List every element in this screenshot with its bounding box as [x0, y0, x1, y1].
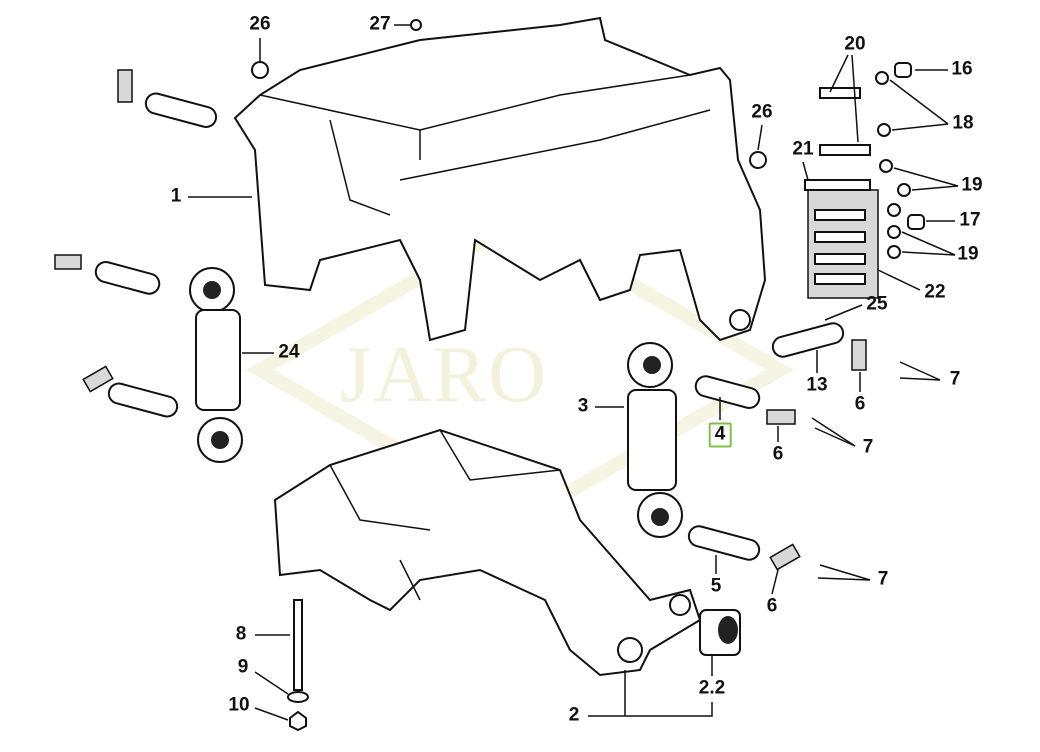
callout-label-16[interactable]: 16 [951, 58, 973, 80]
callout-label-9[interactable]: 9 [237, 656, 249, 678]
callout-label-6[interactable]: 6 [854, 393, 866, 415]
callout-label-21[interactable]: 21 [792, 138, 814, 160]
callout-label-7[interactable]: 7 [877, 568, 889, 590]
cylinder-part-3 [627, 342, 683, 538]
callout-label-6[interactable]: 6 [766, 595, 778, 617]
callout-label-20[interactable]: 20 [844, 33, 866, 55]
callout-label-5[interactable]: 5 [710, 575, 722, 597]
callout-label-6[interactable]: 6 [772, 443, 784, 465]
callout-label-7[interactable]: 7 [862, 436, 874, 458]
callout-label-26[interactable]: 26 [751, 101, 773, 123]
callout-label-13[interactable]: 13 [806, 374, 828, 396]
cylinder-part-24 [189, 267, 243, 463]
callout-label-17[interactable]: 17 [959, 209, 981, 231]
callout-label-19[interactable]: 19 [957, 243, 979, 265]
callout-label-26[interactable]: 26 [249, 13, 271, 35]
callout-label-4[interactable]: 4 [708, 422, 732, 448]
callout-label-24[interactable]: 24 [278, 341, 300, 363]
callout-label-7[interactable]: 7 [949, 368, 961, 390]
callout-label-19[interactable]: 19 [961, 174, 983, 196]
callout-label-8[interactable]: 8 [235, 623, 247, 645]
front-frame-part-1 [233, 16, 767, 342]
callout-label-2[interactable]: 2 [568, 704, 580, 726]
callout-label-3[interactable]: 3 [577, 395, 589, 417]
callout-label-25[interactable]: 25 [866, 293, 888, 315]
leader-lines [188, 24, 959, 721]
callout-label-10[interactable]: 10 [228, 694, 250, 716]
hardware [54, 19, 925, 732]
callout-label-2-2[interactable]: 2.2 [698, 677, 726, 699]
callout-label-22[interactable]: 22 [924, 281, 946, 303]
pins [94, 92, 845, 656]
watermark: JARO [340, 331, 549, 419]
callout-label-27[interactable]: 27 [369, 13, 391, 35]
callout-label-1[interactable]: 1 [170, 185, 182, 207]
lower-bracket-part-2 [273, 428, 702, 677]
callout-label-18[interactable]: 18 [952, 112, 974, 134]
